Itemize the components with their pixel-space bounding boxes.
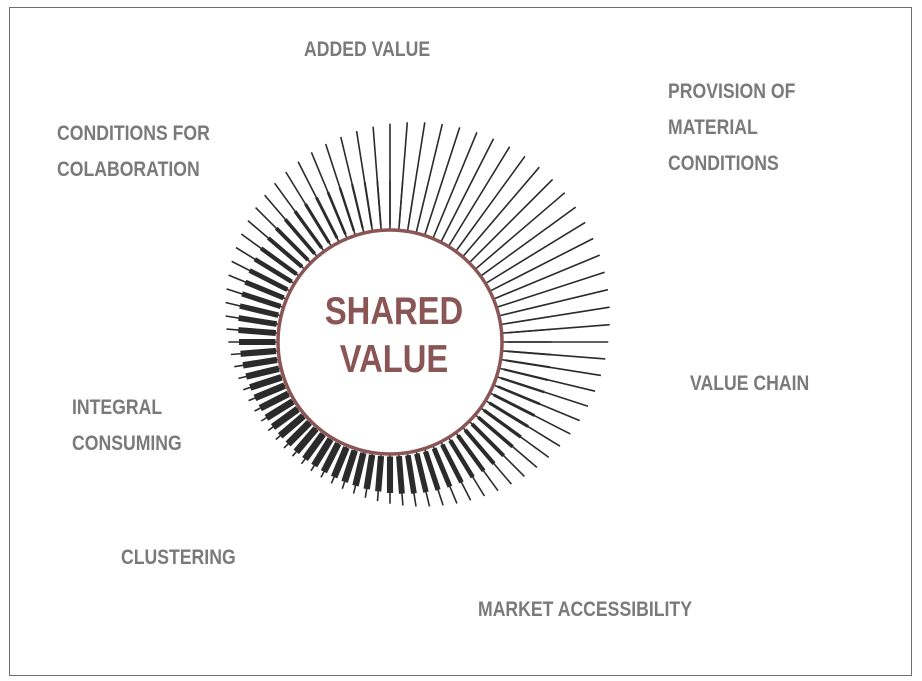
ray-block xyxy=(498,280,538,298)
ray-block xyxy=(264,398,295,421)
label-value-chain: VALUE CHAIN xyxy=(690,372,810,395)
ray-block xyxy=(239,303,279,318)
ray-block xyxy=(431,447,453,488)
center-circle xyxy=(276,228,504,456)
ray-block xyxy=(507,328,551,334)
ray-line xyxy=(474,192,566,270)
ray-line xyxy=(480,206,577,277)
ray-block xyxy=(242,356,278,369)
ray-block xyxy=(363,181,373,227)
ray-block xyxy=(500,376,545,394)
ray-block xyxy=(505,359,551,369)
ray-block xyxy=(253,382,286,402)
label-clustering: CLUSTERING xyxy=(121,546,236,569)
center-title-line-2: VALUE xyxy=(339,338,449,381)
ray-block xyxy=(315,196,339,239)
ray-block xyxy=(463,428,496,466)
ray-block xyxy=(338,187,356,232)
ray-block xyxy=(407,182,416,227)
ray-block xyxy=(398,181,404,225)
ray-block xyxy=(304,203,331,244)
ray-block xyxy=(277,413,306,439)
label-provision-of-material-conditions: PROVISION OF MATERIAL CONDITIONS xyxy=(668,74,795,182)
ray-block xyxy=(497,385,541,406)
label-conditions-line-1: CONDITIONS FOR xyxy=(57,122,210,145)
ray-block xyxy=(488,401,529,428)
ray-block xyxy=(248,268,289,292)
ray-block xyxy=(493,393,536,417)
ray-block xyxy=(311,437,334,468)
label-market-accessibility: MARKET ACCESSIBILITY xyxy=(478,598,692,621)
ray-line xyxy=(447,146,511,247)
ray-block xyxy=(456,434,486,473)
ray-block xyxy=(238,315,278,327)
ray-block xyxy=(422,450,441,491)
label-provision-line-1: PROVISION OF xyxy=(668,80,796,103)
label-integral-line-2: CONSUMING xyxy=(72,432,182,455)
ray-block xyxy=(503,368,548,381)
ray-block xyxy=(245,365,280,380)
ray-block xyxy=(253,257,293,284)
ray-block xyxy=(505,316,550,325)
radial-rays xyxy=(225,122,610,507)
ray-block xyxy=(270,406,300,430)
label-integral-line-1: INTEGRAL xyxy=(72,396,163,419)
ray-block xyxy=(448,439,475,479)
ray-block xyxy=(259,246,298,276)
ray-block xyxy=(240,347,277,357)
ray-block xyxy=(351,184,364,229)
ray-block xyxy=(320,442,342,474)
ray-block xyxy=(504,303,547,316)
label-provision-line-3: CONDITIONS xyxy=(668,152,779,175)
ray-block xyxy=(283,218,316,255)
ray-block xyxy=(405,454,417,494)
label-conditions-for-colaboration: CONDITIONS FOR COLABORATION xyxy=(57,116,210,188)
ray-block xyxy=(241,291,282,310)
center-title-line-1: SHARED xyxy=(324,290,464,333)
ray-block xyxy=(477,416,514,449)
ray-block xyxy=(440,443,464,484)
ray-line xyxy=(485,221,586,285)
ray-block xyxy=(352,452,367,487)
ray-block xyxy=(396,455,405,494)
ray-block xyxy=(274,226,310,262)
ray-block xyxy=(470,422,506,458)
ray-block xyxy=(249,374,283,391)
ray-block xyxy=(414,453,429,493)
ray-block xyxy=(341,449,358,483)
ray-line xyxy=(468,178,554,264)
ray-block xyxy=(376,180,382,226)
ray-line xyxy=(462,166,540,258)
ray-block xyxy=(375,455,385,492)
ray-block xyxy=(293,210,324,249)
ray-block xyxy=(501,292,543,307)
ray-block xyxy=(266,236,304,269)
ray-block xyxy=(330,446,350,479)
ray-block xyxy=(326,191,347,235)
label-provision-line-2: MATERIAL xyxy=(668,116,758,139)
label-conditions-line-2: COLABORATION xyxy=(57,158,200,181)
ray-block xyxy=(258,390,290,412)
ray-block xyxy=(293,426,319,455)
label-integral-consuming: INTEGRAL CONSUMING xyxy=(72,390,182,462)
center-title: SHARED VALUE xyxy=(300,288,488,384)
ray-block xyxy=(238,327,277,336)
ray-block xyxy=(244,279,285,301)
ray-block xyxy=(416,185,429,228)
label-added-value: ADDED VALUE xyxy=(304,38,431,61)
ray-block xyxy=(506,350,552,356)
ray-block xyxy=(443,199,463,238)
ray-line xyxy=(455,155,526,252)
ray-block xyxy=(483,408,522,439)
ray-block xyxy=(494,269,533,289)
ray-block xyxy=(285,420,312,447)
ray-block xyxy=(363,454,376,490)
ray-block xyxy=(425,189,440,231)
ray-block xyxy=(434,194,452,234)
ray-block xyxy=(302,432,326,462)
